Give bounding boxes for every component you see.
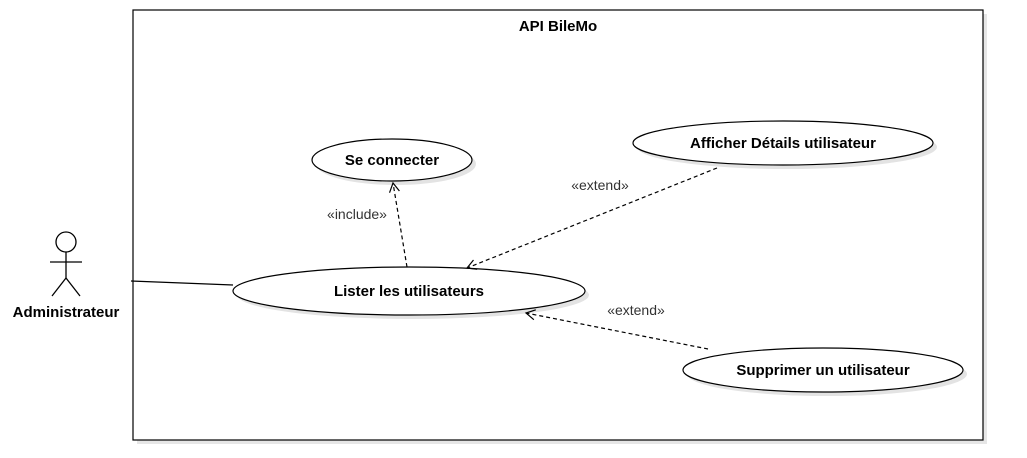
extend-details-label: «extend» bbox=[571, 177, 629, 193]
extend-delete-arrow bbox=[524, 309, 709, 350]
use-case-delete-user: Supprimer un utilisateur bbox=[682, 347, 967, 396]
system-title: API BileMo bbox=[519, 18, 597, 35]
use-case-delete-user-label: Supprimer un utilisateur bbox=[736, 362, 910, 379]
use-case-show-user-details-label: Afficher Détails utilisateur bbox=[690, 135, 876, 152]
extend-delete-label: «extend» bbox=[607, 302, 665, 318]
use-case-list-users-label: Lister les utilisateurs bbox=[334, 283, 484, 300]
association-line bbox=[130, 280, 234, 286]
use-case-show-user-details: Afficher Détails utilisateur bbox=[632, 120, 937, 169]
extend-relation-delete: «extend» bbox=[524, 302, 709, 350]
include-arrow bbox=[388, 181, 408, 268]
use-case-login: Se connecter bbox=[311, 138, 476, 185]
stick-figure-icon bbox=[50, 231, 82, 297]
actor-administrateur: Administrateur bbox=[13, 231, 120, 321]
use-case-list-users: Lister les utilisateurs bbox=[232, 266, 589, 319]
include-label: «include» bbox=[327, 206, 387, 222]
extend-relation-details: «extend» bbox=[465, 167, 718, 270]
system-boundary: API BileMo bbox=[132, 9, 987, 444]
actor-name: Administrateur bbox=[13, 304, 120, 321]
extend-details-arrow bbox=[465, 167, 718, 270]
use-case-login-label: Se connecter bbox=[345, 152, 439, 169]
include-relation: «include» bbox=[327, 181, 408, 268]
